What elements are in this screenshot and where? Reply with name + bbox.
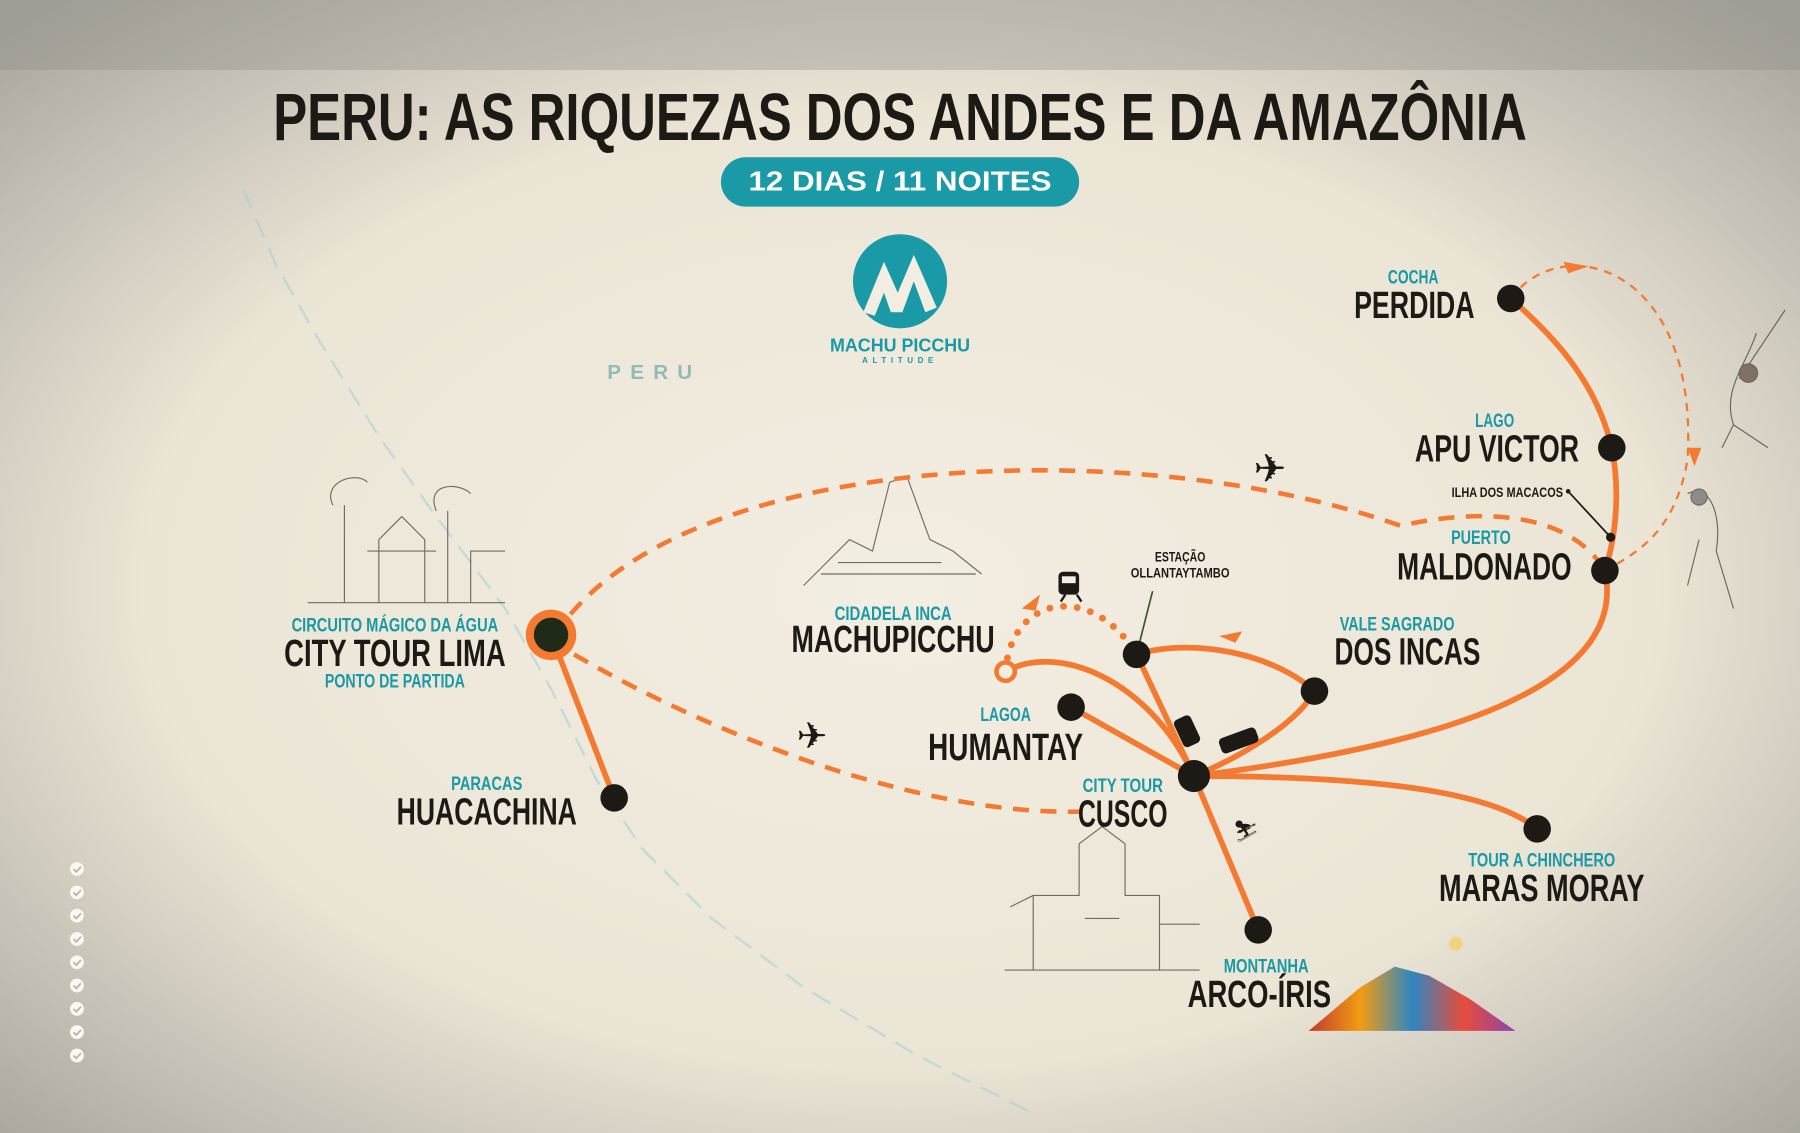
svg-text:HUACACHINA: HUACACHINA [397,791,577,833]
svg-text:CITY TOUR: CITY TOUR [1083,775,1163,797]
airplane-icon: ✈ [797,714,828,757]
train-icon [1058,571,1083,603]
svg-text:PERDIDA: PERDIDA [1354,285,1475,327]
check-icon [70,955,84,970]
check-icon [70,908,84,923]
label-maldonado: PUERTO MALDONADO [1397,527,1571,589]
node-huacachina[interactable] [600,784,628,812]
check-icon [70,1001,84,1016]
svg-text:CUSCO: CUSCO [1078,794,1168,836]
svg-text:LAGOA: LAGOA [980,704,1031,726]
label-estacao: ESTAÇÃO [1155,547,1206,564]
svg-text:MONTANHA: MONTANHA [1224,955,1309,977]
svg-text:LAGO: LAGO [1475,410,1514,432]
svg-text:ALTITUDE: ALTITUDE [862,356,938,365]
svg-text:DOS INCAS: DOS INCAS [1335,632,1481,674]
parrot-image [1687,488,1735,609]
check-icon [70,1048,84,1063]
rainbow-mountain-image [1308,936,1516,1031]
logo: MACHU PICCHU ALTITUDE [830,234,970,365]
svg-text:MACHU PICCHU: MACHU PICCHU [830,334,970,355]
node-maras[interactable] [1523,815,1551,843]
node-apuvictor[interactable] [1598,433,1626,462]
airplane-icon: ✈ [1254,447,1287,492]
check-icon [70,932,84,946]
label-humantay: LAGOA HUMANTAY [928,704,1083,769]
car-icon [1173,715,1201,748]
svg-text:CIDADELA INCA: CIDADELA INCA [835,603,952,625]
label-arcoiris: MONTANHA ARCO-ÍRIS [1188,955,1332,1015]
label-huacachina: PARACAS HUACACHINA [397,773,577,833]
svg-text:VALE SAGRADO: VALE SAGRADO [1340,613,1455,635]
svg-text:MARAS MORAY: MARAS MORAY [1439,868,1644,910]
lima-sketch [307,477,506,604]
label-perdida: COCHA PERDIDA [1354,267,1475,327]
duration-badge: 12 DIAS / 11 NOITES [720,157,1080,207]
node-ilha[interactable] [1606,532,1616,542]
label-ilha-dos-macacos: ILHA DOS MACACOS [1452,485,1563,500]
node-perdida[interactable] [1496,284,1525,313]
node-lima-core [533,617,569,653]
route-nodes [525,284,1626,944]
label-machupicchu: CIDADELA INCA MACHUPICCHU [792,603,995,661]
cusco-cathedral-sketch [1004,825,1200,971]
svg-text:TOUR A CHINCHERO: TOUR A CHINCHERO [1468,850,1615,872]
check-icon [70,862,84,876]
label-maras: TOUR A CHINCHERO MARAS MORAY [1439,850,1644,910]
country-label: PERU [607,361,701,384]
label-ollantaytambo: OLLANTAYTAMBO [1131,565,1230,580]
node-cusco[interactable] [1177,759,1210,793]
node-humantay[interactable] [1057,693,1085,721]
check-icon [70,978,84,993]
node-dosincas[interactable] [1300,677,1329,705]
coastline [242,188,1034,1115]
node-maldonado[interactable] [1591,556,1619,585]
skier-icon: ⛷ [1233,819,1259,843]
top-shade [0,0,1800,70]
page-title: PERU: AS RIQUEZAS DOS ANDES E DA AMAZÔNI… [273,80,1527,155]
node-arcoiris[interactable] [1244,916,1272,944]
label-dosincas: VALE SAGRADO DOS INCAS [1335,613,1481,673]
label-cusco: CITY TOUR CUSCO [1078,775,1168,835]
svg-text:APU VICTOR: APU VICTOR [1415,428,1579,470]
label-lima: CIRCUITO MÁGICO DA ÁGUA CITY TOUR LIMA P… [284,613,506,692]
check-icon [70,1025,84,1040]
node-machupicchu[interactable] [994,660,1018,684]
svg-text:CITY TOUR LIMA: CITY TOUR LIMA [284,633,506,675]
svg-text:COCHA: COCHA [1388,267,1439,289]
svg-text:CIRCUITO MÁGICO DA ÁGUA: CIRCUITO MÁGICO DA ÁGUA [292,613,499,636]
svg-text:PUERTO: PUERTO [1451,527,1511,549]
monkey-image [1721,309,1786,449]
check-icon [70,885,84,900]
svg-text:PARACAS: PARACAS [451,773,522,795]
routes [548,261,1702,933]
car-icon [1218,727,1259,754]
svg-text:MACHUPICCHU: MACHUPICCHU [792,619,995,661]
ilha-pointer-dot [1565,489,1571,494]
svg-text:HUMANTAY: HUMANTAY [928,727,1083,769]
svg-text:PONTO DE PARTIDA: PONTO DE PARTIDA [325,671,465,693]
checklist [70,862,84,1063]
label-apuvictor: LAGO APU VICTOR [1415,410,1579,470]
svg-text:MALDONADO: MALDONADO [1397,547,1571,589]
svg-text:12 DIAS / 11 NOITES: 12 DIAS / 11 NOITES [748,166,1051,197]
svg-text:ARCO-ÍRIS: ARCO-ÍRIS [1188,972,1332,1016]
node-ollantaytambo[interactable] [1122,640,1151,669]
